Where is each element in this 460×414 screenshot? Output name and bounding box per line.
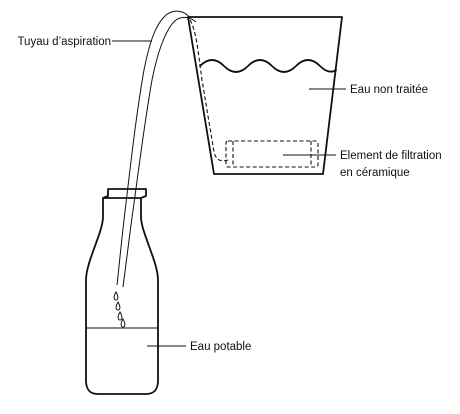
bottle (85, 188, 159, 395)
leader-lines (112, 40, 346, 347)
droplet-icon (113, 291, 119, 301)
hose-outer-line (116, 10, 191, 286)
bottle-outline (85, 188, 159, 395)
suction-hose (116, 10, 197, 288)
hose-inner-line (122, 16, 197, 288)
droplet-icon (115, 301, 121, 311)
drinking-water-label: Eau potable (190, 341, 251, 353)
hose-inner-section (189, 19, 229, 162)
untreated-water-label: Eau non traitée (350, 84, 428, 96)
hose-label: Tuyau d’aspiration (17, 36, 111, 48)
droplet-icon (117, 311, 123, 321)
bucket-outline (187, 16, 343, 175)
labels: Tuyau d’aspiration Eau non traitée Eleme… (17, 36, 441, 353)
ceramic-filter-element (225, 140, 319, 168)
water-droplets (113, 291, 126, 328)
water-surface (199, 59, 337, 73)
filter-label-line1: Element de filtration (340, 150, 442, 162)
filter-label-line2: en céramique (340, 167, 410, 179)
bucket (187, 16, 343, 175)
droplet-icon (120, 318, 126, 328)
